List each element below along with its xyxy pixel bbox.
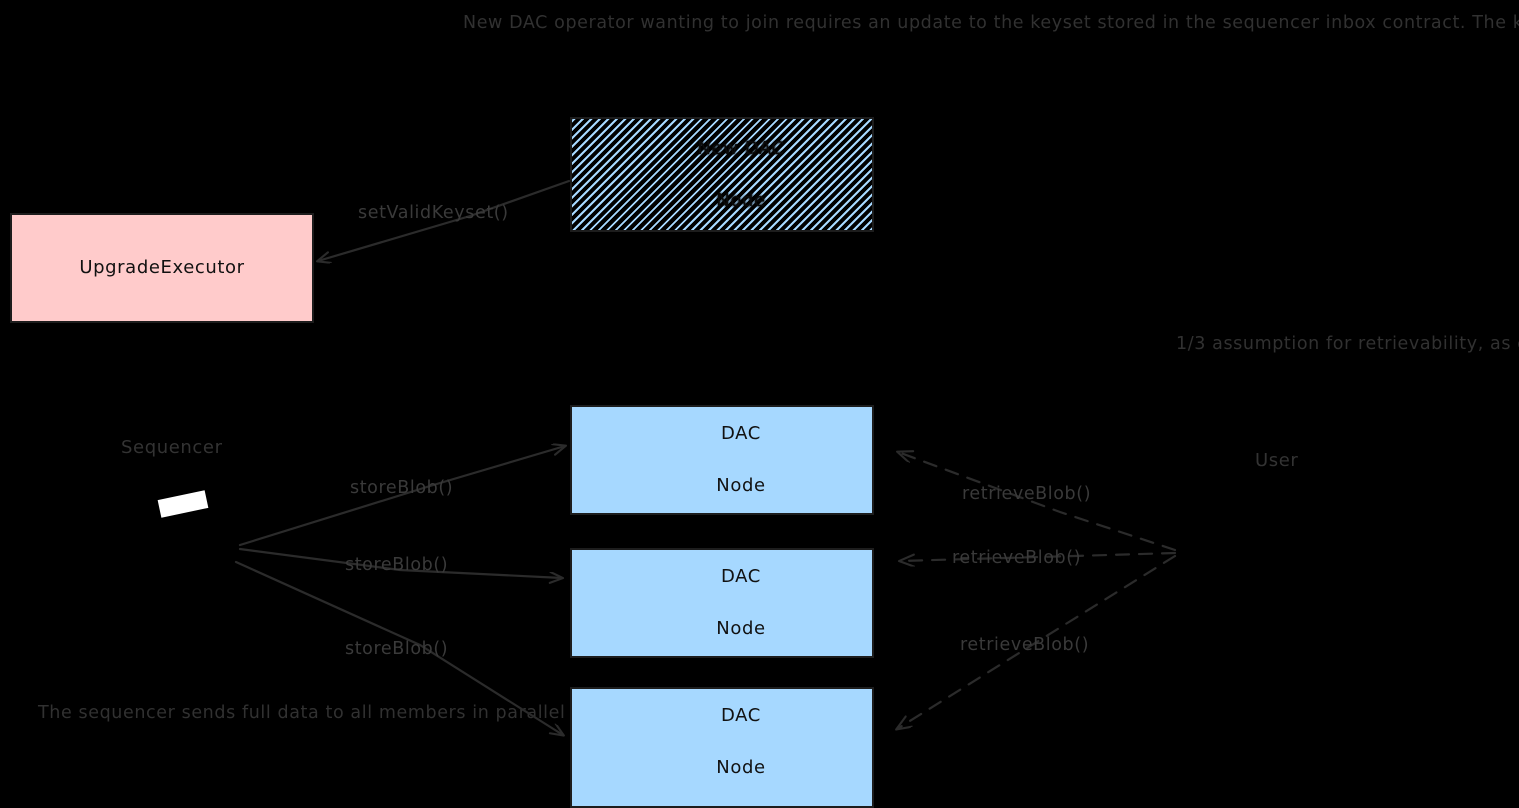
- node-upgrade-executor[interactable]: UpgradeExecutor: [10, 213, 314, 323]
- node-dac-node-1-line1: DAC: [721, 423, 761, 444]
- edge-label-set-valid-keyset: setValidKeyset(): [358, 203, 509, 223]
- annotation-retrievability-assumption: 1/3 assumption for retrievability, as ev…: [1176, 334, 1519, 354]
- node-dac-node-3[interactable]: DAC Node: [570, 687, 874, 808]
- edge-set-valid-keyset: [318, 179, 571, 261]
- edge-retrieve-blob-1: [898, 452, 1177, 552]
- node-dac-node-2-line1: DAC: [721, 566, 761, 587]
- node-new-dac-node-line2: Node: [716, 189, 766, 211]
- edge-store-blob-1: [238, 446, 565, 547]
- node-dac-node-2[interactable]: DAC Node: [570, 548, 874, 658]
- node-dac-node-2-line2: Node: [716, 618, 766, 639]
- node-upgrade-executor-label: UpgradeExecutor: [79, 257, 245, 278]
- user-label: User: [1255, 450, 1299, 471]
- edge-store-blob-2: [238, 547, 562, 578]
- edge-label-retrieve-blob-1: retrieveBlob(): [962, 484, 1092, 504]
- edge-label-retrieve-blob-3: retrieveBlob(): [960, 635, 1090, 655]
- node-dac-node-3-line2: Node: [716, 757, 766, 778]
- edge-label-store-blob-2: storeBlob(): [345, 555, 449, 575]
- edge-label-retrieve-blob-2: retrieveBlob(): [952, 548, 1082, 568]
- node-dac-node-1[interactable]: DAC Node: [570, 405, 874, 515]
- edge-store-blob-3: [234, 560, 563, 735]
- node-new-dac-node[interactable]: New DAC Node: [570, 117, 874, 232]
- edge-retrieve-blob-2: [900, 551, 1177, 561]
- edge-label-store-blob-3: storeBlob(): [345, 639, 449, 659]
- node-dac-node-1-line2: Node: [716, 475, 766, 496]
- edge-label-store-blob-1: storeBlob(): [350, 478, 454, 498]
- sequencer-label: Sequencer: [121, 437, 223, 458]
- edge-retrieve-blob-3: [897, 554, 1177, 729]
- node-dac-node-3-line1: DAC: [721, 705, 761, 726]
- node-new-dac-node-line1: New DAC: [697, 137, 785, 159]
